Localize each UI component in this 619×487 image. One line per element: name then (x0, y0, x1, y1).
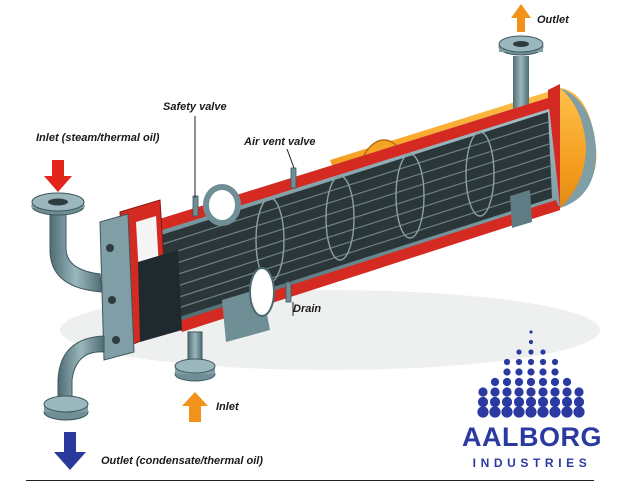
aalborg-logo-mark (477, 330, 585, 418)
outlet-nozzle (498, 35, 544, 116)
logo-dot (550, 377, 560, 387)
logo-dot (515, 358, 523, 366)
support-saddle-right (510, 190, 532, 228)
logo-dot (502, 387, 512, 397)
label-drain: Drain (293, 303, 322, 315)
logo-dot (503, 368, 511, 376)
logo-dot (513, 396, 525, 408)
logo-dot (525, 396, 537, 408)
logo-dot (516, 349, 522, 355)
logo-dot (503, 358, 511, 366)
safety-valve (192, 184, 241, 226)
logo-dot (562, 377, 572, 387)
logo-dot (490, 377, 500, 387)
logo-dot (538, 387, 548, 397)
logo-dot (489, 406, 501, 418)
label-outlet-condensate: Outlet (condensate/thermal oil) (101, 455, 263, 467)
tube-bundle (158, 112, 552, 318)
logo-dot (514, 377, 524, 387)
logo-dot (526, 377, 536, 387)
logo-subtitle: INDUSTRIES (472, 456, 592, 470)
inlet-steam-pipe (31, 192, 103, 293)
logo-dot (477, 396, 489, 408)
leader-lines (194, 116, 295, 316)
logo-dot (539, 358, 547, 366)
support-saddle-left (222, 267, 275, 342)
logo-dot (537, 396, 549, 408)
logo-dot (477, 406, 489, 418)
logo-dot (551, 358, 559, 366)
logo-dot (528, 339, 534, 345)
label-inlet-steam: Inlet (steam/thermal oil) (36, 132, 160, 144)
logo-dot (561, 396, 573, 408)
outlet-up-arrow-icon (511, 4, 531, 32)
inlet-up-arrow-icon (182, 392, 208, 422)
logo-dot (478, 387, 488, 397)
logo-dot (549, 406, 561, 418)
logo-wordmark: AALBORG (462, 422, 602, 452)
outlet-condensate-pipe (43, 335, 105, 421)
logo-dot (514, 387, 524, 397)
logo-dot (501, 406, 513, 418)
logo-dot (515, 368, 523, 376)
logo-dot (527, 358, 535, 366)
logo-dot (527, 368, 535, 376)
logo-dot (501, 396, 513, 408)
outlet-down-arrow-icon (54, 432, 86, 470)
logo-dot (561, 406, 573, 418)
logo-dot (540, 349, 546, 355)
bottom-rule (26, 480, 594, 481)
drain-valve (285, 281, 292, 303)
logo-dot (574, 387, 584, 397)
logo-dot (551, 368, 559, 376)
label-air-vent-valve: Air vent valve (244, 136, 316, 148)
logo-dot (549, 396, 561, 408)
channel-head (99, 199, 182, 361)
logo-dot (539, 368, 547, 376)
logo-dot (550, 387, 560, 397)
logo-dot (502, 377, 512, 387)
logo-dot (526, 387, 536, 397)
logo-dot (573, 406, 585, 418)
logo-dot (528, 349, 534, 355)
air-vent-valve (290, 167, 297, 189)
logo-dot (513, 406, 525, 418)
label-inlet-bottom: Inlet (216, 401, 239, 413)
logo-dot (529, 330, 533, 334)
label-safety-valve: Safety valve (163, 101, 227, 113)
logo-dot (525, 406, 537, 418)
inlet-bottom-pipe (174, 331, 216, 382)
logo-dot (537, 406, 549, 418)
inlet-down-arrow-icon (44, 160, 72, 192)
logo-dot (490, 387, 500, 397)
logo-dot (489, 396, 501, 408)
label-outlet-top: Outlet (537, 14, 569, 26)
logo-dot (538, 377, 548, 387)
logo-dot (562, 387, 572, 397)
logo-dot (573, 396, 585, 408)
